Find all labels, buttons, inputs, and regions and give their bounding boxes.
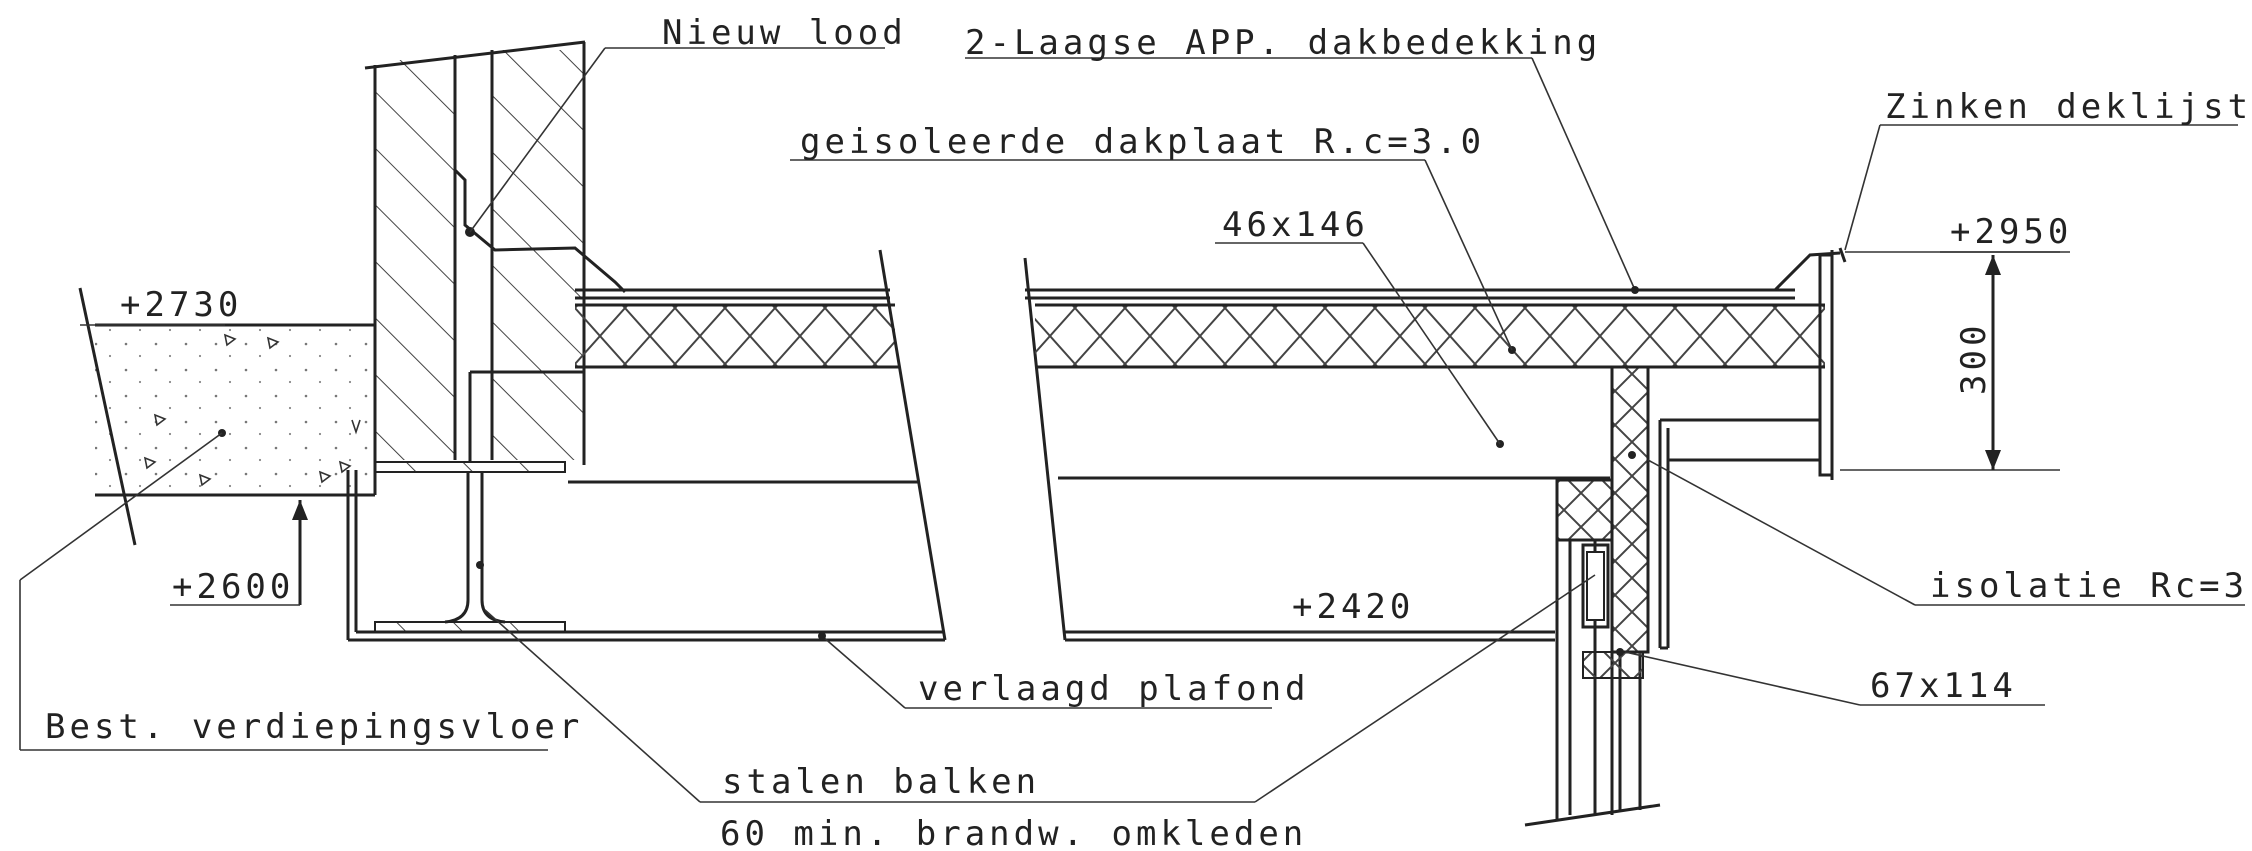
label-stalen-balken: stalen balken xyxy=(722,762,1040,802)
level-marker-2600 xyxy=(292,500,308,605)
label-zinken-deklijst: Zinken deklijst xyxy=(1885,87,2252,127)
roof-right xyxy=(1023,257,1825,642)
masonry-wall xyxy=(364,40,586,465)
label-isolatie: isolatie Rc=3 xyxy=(1930,566,2248,606)
label-brandwerend: 60 min. brandw. omkleden xyxy=(720,814,1307,851)
roof-left xyxy=(568,249,947,641)
label-dakplaat: geisoleerde dakplaat R.c=3.0 xyxy=(800,122,1485,162)
label-level-2600: +2600 xyxy=(172,567,294,607)
dimension-height xyxy=(1840,251,2060,471)
edge-timber-insulation xyxy=(1524,365,1661,827)
label-balk-46x146: 46x146 xyxy=(1222,205,1369,245)
steel-beam xyxy=(346,461,945,642)
label-level-2950: +2950 xyxy=(1950,212,2072,252)
label-level-2420: +2420 xyxy=(1292,587,1414,627)
label-balk-67x114: 67x114 xyxy=(1870,666,2017,706)
label-vloer: Best. verdiepingsvloer xyxy=(45,707,583,747)
label-dim-300: 300 xyxy=(1954,322,1994,395)
label-plafond: verlaagd plafond xyxy=(918,669,1310,709)
leader-lines xyxy=(19,47,2245,803)
concrete-floor xyxy=(78,287,377,546)
labels: Nieuw lood 2-Laagse APP. dakbedekking Zi… xyxy=(45,13,2252,851)
label-dakbedekking: 2-Laagse APP. dakbedekking xyxy=(965,23,1601,63)
label-nieuw-lood: Nieuw lood xyxy=(662,13,907,53)
label-level-2730: +2730 xyxy=(120,285,242,325)
zinc-edge-trim xyxy=(1658,247,1847,650)
